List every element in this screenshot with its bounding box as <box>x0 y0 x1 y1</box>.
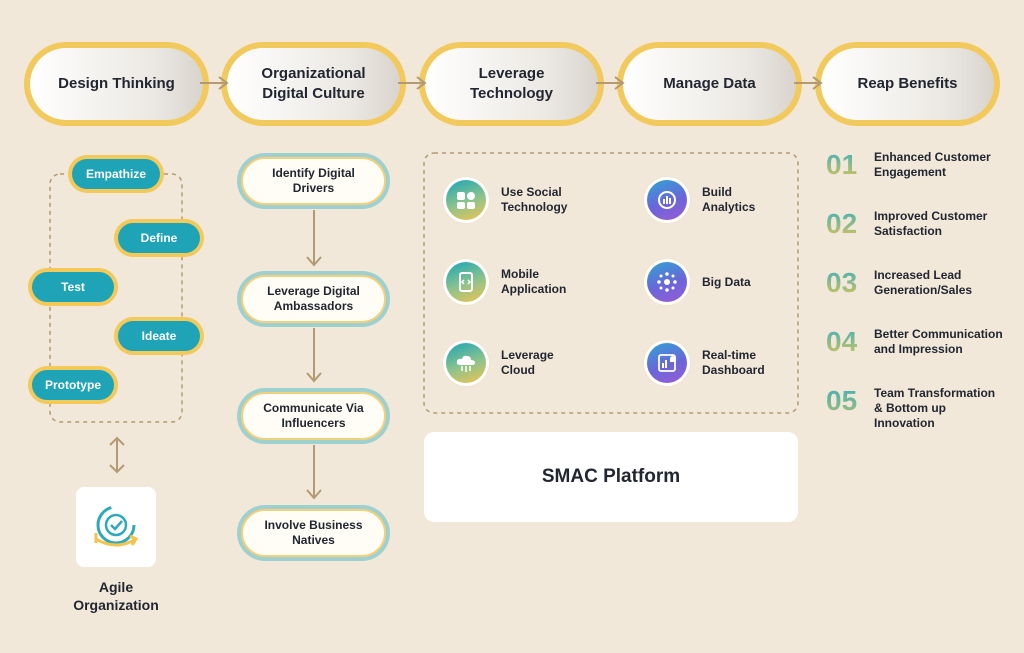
stage-label: Organizational Digital Culture <box>227 48 400 120</box>
agile-cycle-icon <box>94 505 139 547</box>
step-label: Ideate <box>118 321 200 351</box>
stage-label: Leverage Technology <box>425 48 598 120</box>
stage-label: Design Thinking <box>30 48 203 120</box>
benefit-item: 03 Increased Lead Generation/Sales <box>826 268 972 298</box>
culture-step-label: Involve Business Natives <box>241 509 386 557</box>
tech-item-cloud: Leverage Cloud <box>443 340 554 386</box>
benefit-number: 04 <box>826 327 870 357</box>
tech-item-analytics: Build Analytics <box>644 177 755 223</box>
smac-platform-label: SMAC Platform <box>541 466 681 487</box>
tech-label: Real-time Dashboard <box>702 348 765 377</box>
stage-manage-data: Manage Data <box>617 42 802 126</box>
down-arrow-icon <box>306 445 322 500</box>
step-define: Define <box>114 219 204 257</box>
step-label: Prototype <box>32 370 114 400</box>
stage-label: Manage Data <box>623 48 796 120</box>
analytics-icon <box>658 191 676 209</box>
benefit-item: 05 Team Transformation & Bottom up Innov… <box>826 386 995 431</box>
down-arrow-icon <box>306 210 322 267</box>
big-data-icon <box>657 272 677 292</box>
tech-item-social: Use Social Technology <box>443 177 567 223</box>
down-arrow-icon <box>306 328 322 383</box>
benefit-item: 02 Improved Customer Satisfaction <box>826 209 987 239</box>
tech-label: Build Analytics <box>702 185 756 214</box>
smac-platform-card: SMAC Platform <box>424 432 798 522</box>
technology-group-border <box>423 152 799 414</box>
dashboard-icon <box>658 354 676 372</box>
step-label: Empathize <box>72 159 160 189</box>
tech-label: Big Data <box>702 274 751 289</box>
up-down-arrow-icon <box>109 436 125 474</box>
tech-item-dashboard: Real-time Dashboard <box>644 340 765 386</box>
culture-step: Identify Digital Drivers <box>237 153 390 209</box>
right-arrow-icon <box>398 76 427 90</box>
tech-label: Mobile Application <box>501 267 567 296</box>
right-arrow-icon <box>596 76 625 90</box>
step-empathize: Empathize <box>68 155 164 193</box>
culture-step: Communicate Via Influencers <box>237 388 390 444</box>
benefit-item: 01 Enhanced Customer Engagement <box>826 150 991 180</box>
benefit-text: Improved Customer Satisfaction <box>874 209 988 238</box>
benefit-number: 03 <box>826 268 870 298</box>
benefit-item: 04 Better Communication and Impression <box>826 327 1003 357</box>
tech-item-mobile: Mobile Application <box>443 259 566 305</box>
tech-item-big-data: Big Data <box>644 259 751 305</box>
tech-label: Leverage Cloud <box>501 348 554 377</box>
benefit-number: 02 <box>826 209 870 239</box>
benefit-text: Team Transformation & Bottom up Innovati… <box>874 386 996 430</box>
cloud-icon <box>456 355 475 372</box>
stage-reap-benefits: Reap Benefits <box>815 42 1000 126</box>
benefit-text: Enhanced Customer Engagement <box>874 150 991 179</box>
benefit-text: Increased Lead Generation/Sales <box>874 268 973 297</box>
tech-label: Use Social Technology <box>501 185 568 214</box>
culture-step-label: Leverage Digital Ambassadors <box>241 275 386 323</box>
right-arrow-icon <box>794 76 823 90</box>
benefit-text: Better Communication and Impression <box>874 327 1003 356</box>
culture-step: Leverage Digital Ambassadors <box>237 271 390 327</box>
step-test: Test <box>28 268 118 306</box>
agile-organization-label: Agile Organization <box>73 579 159 613</box>
step-ideate: Ideate <box>114 317 204 355</box>
culture-step: Involve Business Natives <box>237 505 390 561</box>
stage-leverage-technology: Leverage Technology <box>419 42 604 126</box>
culture-step-label: Identify Digital Drivers <box>241 157 386 205</box>
step-label: Test <box>32 272 114 302</box>
benefit-number: 01 <box>826 150 870 180</box>
right-arrow-icon <box>200 76 229 90</box>
mobile-app-icon <box>459 272 473 292</box>
agile-organization-card <box>76 487 156 567</box>
step-label: Define <box>118 223 200 253</box>
step-prototype: Prototype <box>28 366 118 404</box>
culture-step-label: Communicate Via Influencers <box>241 392 386 440</box>
stage-design-thinking: Design Thinking <box>24 42 209 126</box>
benefit-number: 05 <box>826 386 870 431</box>
stage-digital-culture: Organizational Digital Culture <box>221 42 406 126</box>
stage-label: Reap Benefits <box>821 48 994 120</box>
social-icon <box>457 192 475 209</box>
